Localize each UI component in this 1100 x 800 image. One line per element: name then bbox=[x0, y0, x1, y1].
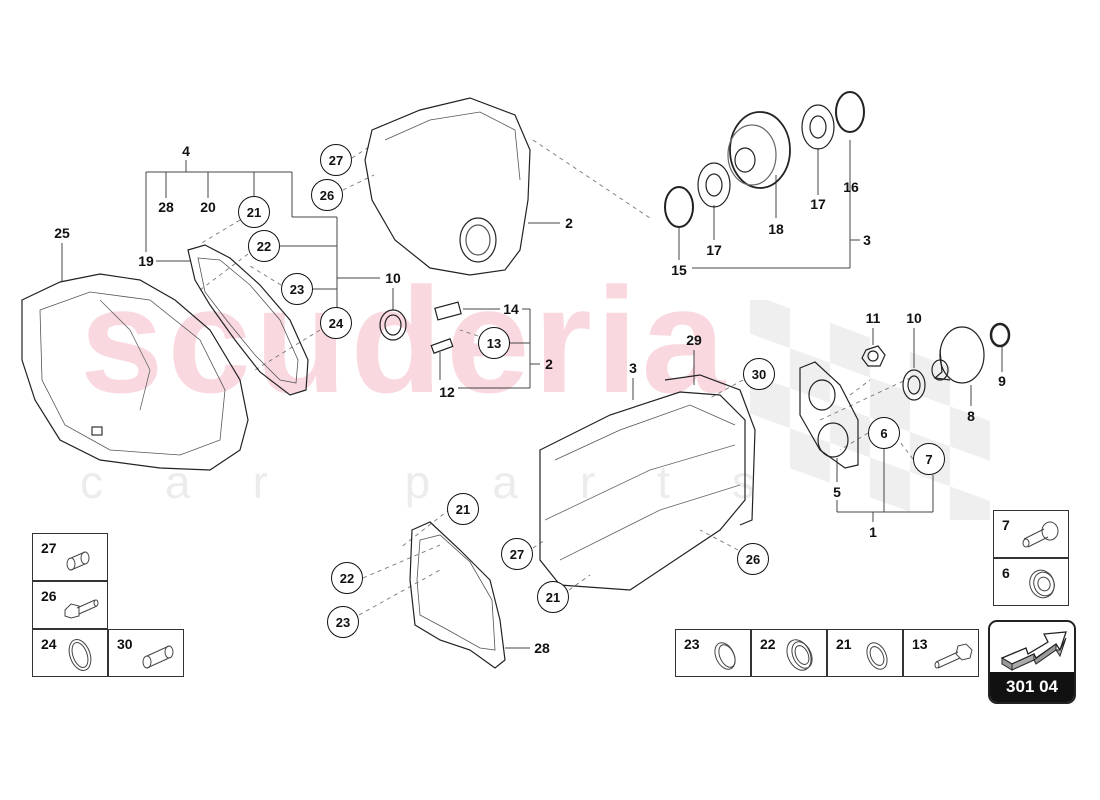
circled-callout[interactable]: 23 bbox=[281, 273, 313, 305]
callout-label: 10 bbox=[906, 310, 922, 326]
transmission-case-3 bbox=[539, 374, 756, 591]
legend-item-27[interactable]: 27 bbox=[32, 533, 108, 581]
callout-label: 19 bbox=[138, 253, 154, 269]
o-ring-icon bbox=[866, 642, 888, 670]
circled-callout[interactable]: 22 bbox=[248, 230, 280, 262]
callout-label: 8 bbox=[967, 408, 975, 424]
callout-label: 3 bbox=[629, 360, 637, 376]
o-ring-icon bbox=[68, 639, 92, 671]
callout-label: 9 bbox=[998, 373, 1006, 389]
legend-number: 30 bbox=[117, 636, 133, 652]
circled-callout[interactable]: 21 bbox=[447, 493, 479, 525]
callout-label: 11 bbox=[865, 310, 881, 326]
washer-icon bbox=[1029, 569, 1055, 599]
legend-item-30[interactable]: 30 bbox=[108, 629, 184, 677]
bolt-short-icon bbox=[1022, 521, 1059, 548]
legend-number: 26 bbox=[41, 588, 57, 604]
circled-callout[interactable]: 26 bbox=[311, 179, 343, 211]
callout-label: 16 bbox=[843, 179, 859, 195]
seal-10-upper bbox=[379, 309, 407, 341]
legend-item-24[interactable]: 24 bbox=[32, 629, 108, 677]
callout-label: 2 bbox=[565, 215, 573, 231]
legend-item-6[interactable]: 6 bbox=[993, 558, 1069, 606]
circled-callout[interactable]: 22 bbox=[331, 562, 363, 594]
arrow-next-icon bbox=[1000, 631, 1067, 671]
gasket-28 bbox=[409, 521, 506, 669]
legend-item-22[interactable]: 22 bbox=[751, 629, 827, 677]
circled-callout[interactable]: 24 bbox=[320, 307, 352, 339]
bearing-assembly-3 bbox=[664, 91, 865, 228]
diagram-code: 301 04 bbox=[990, 672, 1074, 702]
legend-number: 23 bbox=[684, 636, 700, 652]
seal-9 bbox=[989, 322, 1011, 348]
gasket-5 bbox=[799, 361, 859, 469]
callout-label: 1 bbox=[869, 524, 877, 540]
circled-callout[interactable]: 26 bbox=[737, 543, 769, 575]
callout-label: 18 bbox=[768, 221, 784, 237]
next-diagram-button[interactable]: 301 04 bbox=[988, 620, 1076, 704]
callout-label: 20 bbox=[200, 199, 216, 215]
legend-item-21[interactable]: 21 bbox=[827, 629, 903, 677]
circled-callout[interactable]: 27 bbox=[501, 538, 533, 570]
legend-item-23[interactable]: 23 bbox=[675, 629, 751, 677]
dowel-pin-icon bbox=[142, 645, 174, 669]
seal-ring-icon bbox=[714, 642, 736, 670]
seal-10-right bbox=[902, 369, 926, 401]
gasket-19 bbox=[187, 244, 309, 396]
legend-number: 13 bbox=[912, 636, 928, 652]
callout-label: 10 bbox=[385, 270, 401, 286]
callout-label: 4 bbox=[182, 143, 190, 159]
circled-callout[interactable]: 21 bbox=[537, 581, 569, 613]
callout-label: 5 bbox=[833, 484, 841, 500]
callout-label: 17 bbox=[810, 196, 826, 212]
callout-label: 25 bbox=[54, 225, 70, 241]
leader-lines bbox=[61, 140, 1003, 649]
legend-number: 21 bbox=[836, 636, 852, 652]
sleeve-icon bbox=[66, 551, 90, 571]
seal-ring-thick-icon bbox=[786, 639, 813, 671]
callout-label: 12 bbox=[439, 384, 455, 400]
callout-label: 15 bbox=[671, 262, 687, 278]
callout-label: 28 bbox=[534, 640, 550, 656]
block-14 bbox=[434, 301, 462, 321]
circled-callout[interactable]: 30 bbox=[743, 358, 775, 390]
bolt-icon bbox=[64, 599, 99, 619]
legend-number: 27 bbox=[41, 540, 57, 556]
circled-callout[interactable]: 23 bbox=[327, 606, 359, 638]
legend-item-7[interactable]: 7 bbox=[993, 510, 1069, 558]
pin-12 bbox=[430, 338, 454, 354]
bell-housing-25 bbox=[21, 273, 249, 471]
legend-item-26[interactable]: 26 bbox=[32, 581, 108, 629]
nut-11 bbox=[861, 345, 886, 367]
legend-number: 24 bbox=[41, 636, 57, 652]
legend-number: 6 bbox=[1002, 565, 1010, 581]
bolt-icon bbox=[934, 643, 973, 669]
callout-label: 2 bbox=[545, 356, 553, 372]
circled-callout[interactable]: 27 bbox=[320, 144, 352, 176]
callout-label: 29 bbox=[686, 332, 702, 348]
callout-label: 14 bbox=[503, 301, 519, 317]
legend-item-13[interactable]: 13 bbox=[903, 629, 979, 677]
circled-callout[interactable]: 6 bbox=[868, 417, 900, 449]
circled-callout[interactable]: 21 bbox=[238, 196, 270, 228]
flange-8 bbox=[931, 326, 985, 384]
legend-number: 22 bbox=[760, 636, 776, 652]
callout-label: 3 bbox=[863, 232, 871, 248]
circled-callout[interactable]: 13 bbox=[478, 327, 510, 359]
callout-label: 28 bbox=[158, 199, 174, 215]
legend-number: 7 bbox=[1002, 517, 1010, 533]
circled-callout[interactable]: 7 bbox=[913, 443, 945, 475]
transmission-housing-2 bbox=[364, 97, 531, 276]
callout-label: 17 bbox=[706, 242, 722, 258]
